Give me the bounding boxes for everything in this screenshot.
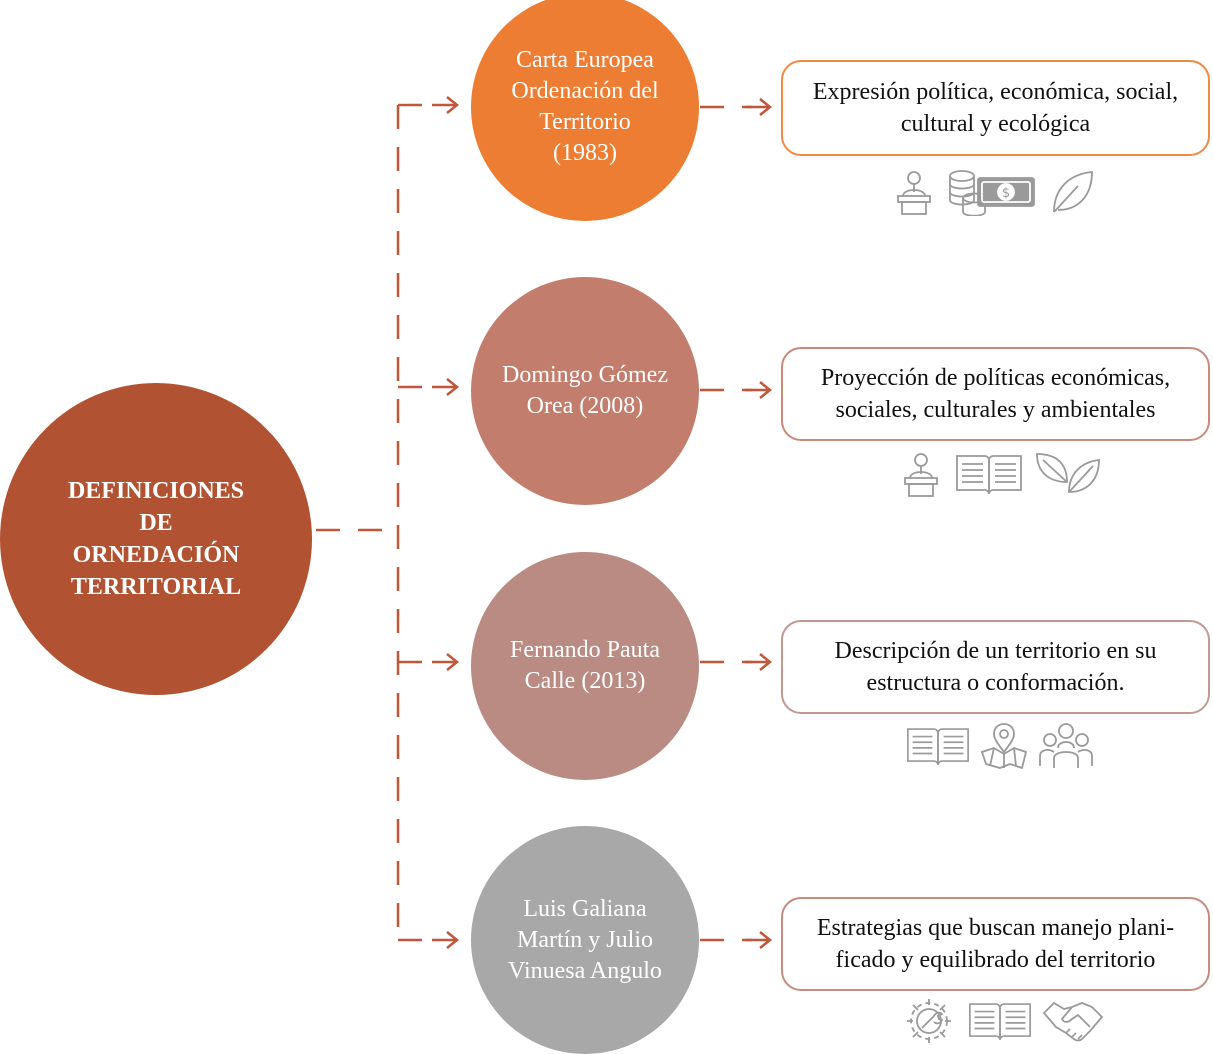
sprout-icon (1033, 450, 1103, 498)
author-circle-2: Domingo Gómez Orea (2008) (471, 277, 699, 505)
icon-row-2 (897, 450, 1103, 498)
map-pin-icon (980, 722, 1028, 770)
author-label: Fernando Pauta Calle (2013) (510, 637, 660, 694)
gear-wrench-icon (900, 995, 958, 1047)
open-book-icon (968, 997, 1032, 1045)
main-topic-title: DEFINICIONES DE ORNEDACIÓN TERRITORIAL (67, 478, 245, 600)
main-topic-circle: DEFINICIONES DE ORNEDACIÓN TERRITORIAL (0, 383, 312, 695)
definition-text: Expresión política, económica, social, c… (812, 79, 1179, 137)
definition-box-1: Expresión política, económica, social, c… (781, 60, 1210, 156)
open-book-icon (955, 450, 1023, 498)
handshake-icon (1042, 997, 1104, 1045)
icon-row-4 (900, 995, 1104, 1047)
definition-text: Descripción de un territorio en su estru… (834, 638, 1157, 696)
definition-box-4: Estrategias que buscan manejo plani- fic… (781, 897, 1210, 991)
arrow-icon (745, 931, 773, 949)
open-book-icon (906, 722, 970, 770)
arrow-icon (745, 381, 773, 399)
arrow-icon (745, 98, 773, 116)
author-circle-1: Carta Europea Ordenación del Territorio … (471, 0, 699, 221)
svg-text:$: $ (1002, 186, 1010, 201)
icon-row-1: $ (890, 168, 1096, 216)
arrow-icon (432, 653, 460, 671)
definition-box-3: Descripción de un territorio en su estru… (781, 620, 1210, 714)
icon-row-3 (906, 722, 1094, 770)
arrow-icon (432, 96, 460, 114)
definition-text: Proyección de políticas económicas, soci… (820, 365, 1171, 423)
arrow-icon (432, 931, 460, 949)
leaf-icon (1048, 168, 1096, 216)
author-label: Luis Galiana Martín y Julio Vinuesa Angu… (508, 895, 662, 984)
author-label: Carta Europea Ordenación del Territorio … (511, 47, 659, 166)
arrow-icon (432, 378, 460, 396)
definition-box-2: Proyección de políticas económicas, soci… (781, 347, 1210, 441)
author-label: Domingo Gómez Orea (2008) (502, 362, 668, 419)
speaker-podium-icon (890, 168, 938, 216)
people-group-icon (1038, 722, 1094, 770)
definition-text: Estrategias que buscan manejo plani- fic… (816, 915, 1175, 973)
author-circle-3: Fernando Pauta Calle (2013) (471, 552, 699, 780)
author-circle-4: Luis Galiana Martín y Julio Vinuesa Angu… (471, 826, 699, 1054)
arrow-icon (745, 653, 773, 671)
speaker-podium-icon (897, 450, 945, 498)
money-coins-icon: $ (948, 168, 1038, 216)
